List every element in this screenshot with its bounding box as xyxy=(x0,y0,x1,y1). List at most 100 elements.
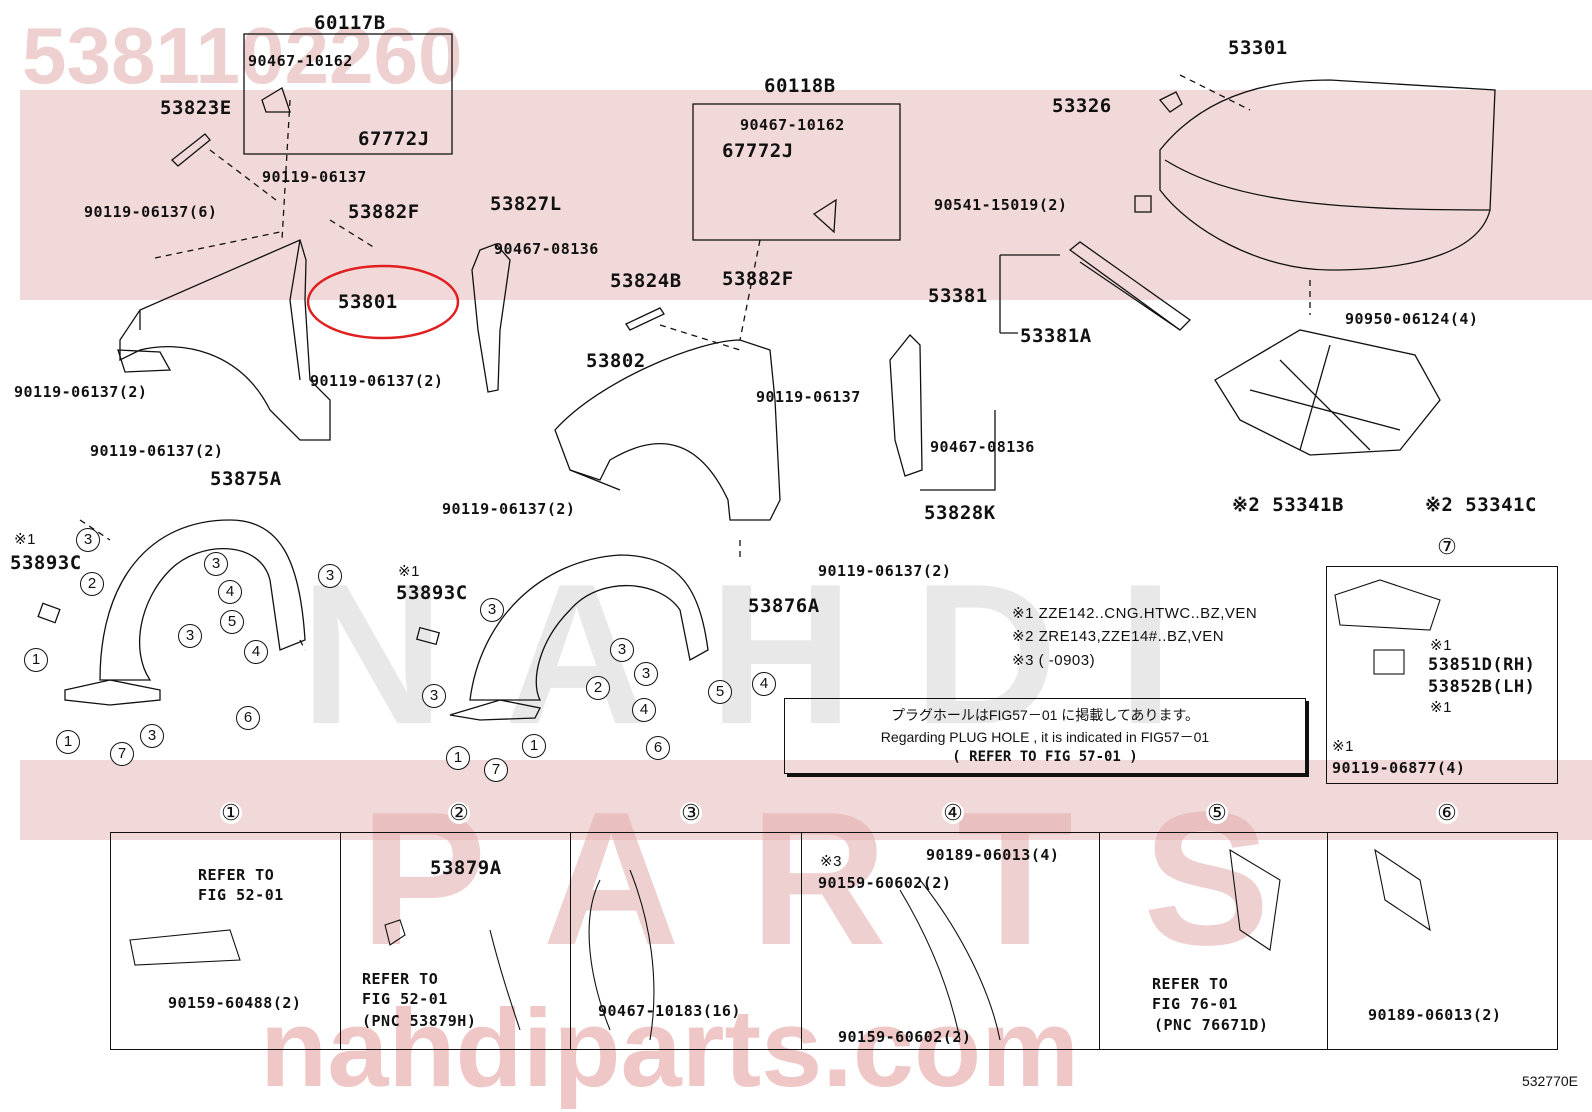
callout-3: 3 xyxy=(318,564,342,588)
panel-7 xyxy=(1326,566,1558,784)
label-90119-06137-b: 90119-06137 xyxy=(756,388,861,406)
panel4-mark3: ※3 xyxy=(820,853,842,870)
label-90119-06137-2e: 90119-06137(2) xyxy=(818,562,952,580)
panel1-refer: REFER TO xyxy=(198,866,275,884)
panel-6-number: ⑥ xyxy=(1436,800,1458,825)
callout-3: 3 xyxy=(480,598,504,622)
watermark-band-top xyxy=(20,90,1592,300)
panel4-part-a: 90159-60602(2) xyxy=(818,874,952,892)
panel2-fig: FIG 52-01 xyxy=(362,990,448,1008)
label-90467-10162-b: 90467-10162 xyxy=(740,116,845,134)
label-60117B: 60117B xyxy=(314,12,386,34)
callout-2: 2 xyxy=(80,572,104,596)
figure-code: 532770E xyxy=(1521,1073,1578,1089)
callout-6: 6 xyxy=(646,736,670,760)
circle-7-header: ⑦ xyxy=(1436,534,1458,559)
label-53828K: 53828K xyxy=(924,502,996,524)
label-53381A: 53381A xyxy=(1020,325,1092,347)
callout-5: 5 xyxy=(708,680,732,704)
panel5-fig: FIG 76-01 xyxy=(1152,995,1238,1013)
label-90119-06137-2d: 90119-06137(2) xyxy=(442,500,576,518)
panel4-part-b: 90189-06013(4) xyxy=(926,846,1060,864)
callout-1: 1 xyxy=(522,734,546,758)
label-90119-06137-2a: 90119-06137(2) xyxy=(14,383,148,401)
label-67772J-a: 67772J xyxy=(358,128,430,150)
callout-4: 4 xyxy=(244,640,268,664)
callout-3: 3 xyxy=(76,528,100,552)
callout-1: 1 xyxy=(56,730,80,754)
label-90467-10162-a: 90467-10162 xyxy=(248,52,353,70)
label-53326: 53326 xyxy=(1052,95,1112,117)
callout-5: 5 xyxy=(220,610,244,634)
label-53827L: 53827L xyxy=(490,193,562,215)
label-53823E: 53823E xyxy=(160,97,232,119)
label-90119-06137-2b: 90119-06137(2) xyxy=(310,372,444,390)
label-67772J-b: 67772J xyxy=(722,140,794,162)
label-mark1-b: ※1 xyxy=(398,563,420,580)
label-90950-06124: 90950-06124(4) xyxy=(1345,310,1479,328)
label-90119-06877: 90119-06877(4) xyxy=(1332,759,1466,777)
label-53875A: 53875A xyxy=(210,468,282,490)
label-60118B: 60118B xyxy=(764,75,836,97)
label-53852B: 53852B(LH) xyxy=(1428,677,1536,697)
panel-4-number: ④ xyxy=(942,800,964,825)
label-90467-08136-b: 90467-08136 xyxy=(930,438,1035,456)
watermark-word: PARTS xyxy=(360,773,1340,985)
panel3-part: 90467-10183(16) xyxy=(598,1002,741,1020)
label-90119-06137-2c: 90119-06137(2) xyxy=(90,442,224,460)
detail-panels-table xyxy=(110,832,1558,1050)
label-53893C-a: 53893C xyxy=(10,552,82,574)
label-53341C: ※2 53341C xyxy=(1425,494,1537,516)
panel2-refer: REFER TO xyxy=(362,970,439,988)
panel5-pnc: (PNC 76671D) xyxy=(1154,1016,1269,1034)
callout-7: 7 xyxy=(110,742,134,766)
watermark-site: nahdiparts.com xyxy=(260,987,1080,1110)
callout-4: 4 xyxy=(218,580,242,604)
panel2-pnc: (PNC 53879H) xyxy=(362,1012,477,1030)
label-53801: 53801 xyxy=(338,291,398,313)
label-90467-08136-a: 90467-08136 xyxy=(494,240,599,258)
label-53301: 53301 xyxy=(1228,37,1288,59)
watermark-brand: NAHDI xyxy=(300,543,1234,766)
callout-2: 2 xyxy=(586,676,610,700)
panel-2-number: ② xyxy=(448,800,470,825)
callout-1: 1 xyxy=(446,746,470,770)
label-mark1-a: ※1 xyxy=(14,531,36,548)
label-53381: 53381 xyxy=(928,285,988,307)
panel6-part: 90189-06013(2) xyxy=(1368,1006,1502,1024)
panel1-fig: FIG 52-01 xyxy=(198,886,284,904)
panel-1-number: ① xyxy=(220,800,242,825)
label-mark1-c: ※1 xyxy=(1430,637,1452,654)
plug-note-line3: ( REFER TO FIG 57-01 ) xyxy=(952,749,1138,765)
label-53851D: 53851D(RH) xyxy=(1428,655,1536,675)
callout-3: 3 xyxy=(204,552,228,576)
panel-divider xyxy=(1099,833,1100,1049)
label-53802: 53802 xyxy=(586,350,646,372)
watermark-part-number: 5381102260 xyxy=(22,11,463,100)
callout-3: 3 xyxy=(422,684,446,708)
plug-note-line1: プラグホールはFIG57－01 に掲載してあります。 xyxy=(890,707,1200,723)
note-2: ※2 ZRE143,ZZE14#..BZ,VEN xyxy=(1012,628,1225,645)
callout-7: 7 xyxy=(484,758,508,782)
label-53824B: 53824B xyxy=(610,270,682,292)
callout-3: 3 xyxy=(634,662,658,686)
panel1-part: 90159-60488(2) xyxy=(168,994,302,1012)
callout-3: 3 xyxy=(610,638,634,662)
panel2-part: 53879A xyxy=(430,857,502,879)
label-53882F-a: 53882F xyxy=(348,201,420,223)
label-53876A: 53876A xyxy=(748,595,820,617)
callout-3: 3 xyxy=(178,624,202,648)
panel-divider xyxy=(340,833,341,1049)
panel-divider xyxy=(801,833,802,1049)
note-1: ※1 ZZE142..CNG.HTWC..BZ,VEN xyxy=(1012,605,1258,622)
callout-4: 4 xyxy=(752,672,776,696)
note-3: ※3 ( -0903) xyxy=(1012,652,1096,669)
label-53341B: ※2 53341B xyxy=(1232,494,1344,516)
callout-3: 3 xyxy=(140,724,164,748)
panel5-refer: REFER TO xyxy=(1152,975,1229,993)
label-53882F-b: 53882F xyxy=(722,268,794,290)
label-90119-06137-6: 90119-06137(6) xyxy=(84,203,218,221)
label-53893C-b: 53893C xyxy=(396,582,468,604)
panel-5-number: ⑤ xyxy=(1206,800,1228,825)
